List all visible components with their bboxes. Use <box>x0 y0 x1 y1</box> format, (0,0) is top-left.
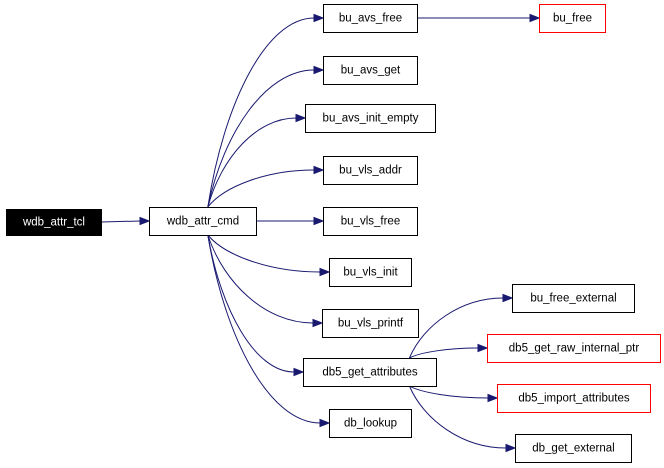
node-label: db5_get_raw_internal_ptr <box>509 343 640 355</box>
arrow-head <box>319 267 331 277</box>
node-label: db_get_external <box>532 443 614 455</box>
arrow-head <box>477 343 489 353</box>
arrow-head <box>139 216 151 226</box>
node-db-lookup[interactable]: db_lookup <box>329 409 412 438</box>
node-box <box>303 358 437 387</box>
node-box <box>487 334 661 363</box>
node-bu-free-external[interactable]: bu_free_external <box>512 284 635 313</box>
node-box <box>497 384 651 413</box>
node-label: db_lookup <box>344 418 397 430</box>
node-box <box>323 156 418 185</box>
edge-line <box>207 234 321 273</box>
node-box <box>512 284 635 313</box>
node-bu-avs-get[interactable]: bu_avs_get <box>323 56 418 85</box>
node-label: wdb_attr_tcl <box>22 217 85 229</box>
node-label: bu_vls_printf <box>338 318 404 330</box>
node-bu-vls-addr[interactable]: bu_vls_addr <box>323 156 418 185</box>
edge-line <box>207 234 321 424</box>
edge-wdb-attr-cmd-to-bu-vls-free <box>256 216 325 226</box>
arrow-head <box>313 165 325 175</box>
arrow-head <box>313 13 325 23</box>
node-label: db5_get_attributes <box>322 367 418 379</box>
edge-db5-get-attributes-to-bu-free-external <box>408 293 514 359</box>
edge-db5-get-attributes-to-db5-get-raw-internal-ptr <box>409 343 489 359</box>
edge-wdb-attr-tcl-to-wdb-attr-cmd <box>100 216 151 226</box>
edge-line <box>207 169 315 208</box>
arrow-head <box>295 113 307 123</box>
node-box <box>149 207 257 236</box>
node-box <box>6 209 102 236</box>
edge-line <box>207 69 315 208</box>
edge-line <box>409 385 489 399</box>
node-bu-free[interactable]: bu_free <box>539 4 606 33</box>
node-wdb-attr-tcl[interactable]: wdb_attr_tcl <box>6 209 102 236</box>
edge-wdb-attr-cmd-to-bu-avs-get <box>207 65 325 208</box>
edge-wdb-attr-cmd-to-bu-vls-init <box>207 234 331 277</box>
node-db5-get-raw-internal-ptr[interactable]: db5_get_raw_internal_ptr <box>487 334 661 363</box>
edge-wdb-attr-cmd-to-db5-get-attributes <box>207 234 305 377</box>
edge-db5-get-attributes-to-db5-import-attributes <box>409 385 499 403</box>
node-box <box>305 104 436 133</box>
arrow-head <box>313 216 325 226</box>
arrow-head <box>529 13 541 23</box>
node-db-get-external[interactable]: db_get_external <box>515 434 632 463</box>
node-bu-avs-init-empty[interactable]: bu_avs_init_empty <box>305 104 436 133</box>
edge-line <box>207 17 315 208</box>
node-label: bu_vls_addr <box>339 165 402 177</box>
edge-wdb-attr-cmd-to-bu-avs-free <box>207 13 325 208</box>
node-box <box>323 207 418 236</box>
node-bu-vls-free[interactable]: bu_vls_free <box>323 207 418 236</box>
node-label: bu_avs_free <box>339 13 402 25</box>
edge-bu-avs-free-to-bu-free <box>417 13 541 23</box>
edges-layer <box>100 13 541 453</box>
edge-wdb-attr-cmd-to-bu-vls-printf <box>207 234 324 328</box>
edge-line <box>409 347 479 359</box>
node-label: bu_vls_init <box>343 267 398 279</box>
edge-line <box>408 385 507 449</box>
node-box <box>322 309 419 338</box>
node-label: wdb_attr_cmd <box>166 216 239 228</box>
node-db5-get-attributes[interactable]: db5_get_attributes <box>303 358 437 387</box>
node-db5-import-attributes[interactable]: db5_import_attributes <box>497 384 651 413</box>
arrow-head <box>312 318 324 328</box>
node-bu-vls-printf[interactable]: bu_vls_printf <box>322 309 419 338</box>
node-label: db5_import_attributes <box>518 393 629 405</box>
edge-wdb-attr-cmd-to-bu-vls-addr <box>207 165 325 208</box>
edge-line <box>207 234 314 324</box>
node-bu-vls-init[interactable]: bu_vls_init <box>329 258 412 287</box>
node-box <box>329 409 412 438</box>
arrow-head <box>505 443 517 453</box>
nodes-layer: wdb_attr_tcl wdb_attr_cmd bu_avs_free bu_fr… <box>6 4 661 463</box>
node-box <box>323 56 418 85</box>
node-box <box>539 4 606 33</box>
edge-line <box>408 297 504 359</box>
node-wdb-attr-cmd[interactable]: wdb_attr_cmd <box>149 207 257 236</box>
arrow-head <box>502 293 514 303</box>
node-label: bu_vls_free <box>341 216 400 228</box>
node-label: bu_avs_init_empty <box>323 113 419 125</box>
node-label: bu_free <box>553 13 592 25</box>
node-bu-avs-free[interactable]: bu_avs_free <box>323 4 418 33</box>
edge-wdb-attr-cmd-to-db-lookup <box>207 234 331 428</box>
node-box <box>329 258 412 287</box>
arrow-head <box>313 65 325 75</box>
edge-wdb-attr-cmd-to-bu-avs-init-empty <box>207 113 307 208</box>
edge-db5-get-attributes-to-db-get-external <box>408 385 517 453</box>
node-label: bu_avs_get <box>341 65 401 77</box>
node-box <box>515 434 632 463</box>
edge-line <box>100 220 141 223</box>
node-label: bu_free_external <box>530 293 616 305</box>
arrow-head <box>319 418 331 428</box>
arrow-head <box>487 393 499 403</box>
edge-line <box>207 117 297 208</box>
edge-line <box>207 234 295 373</box>
arrow-head <box>293 367 305 377</box>
node-box <box>323 4 418 33</box>
